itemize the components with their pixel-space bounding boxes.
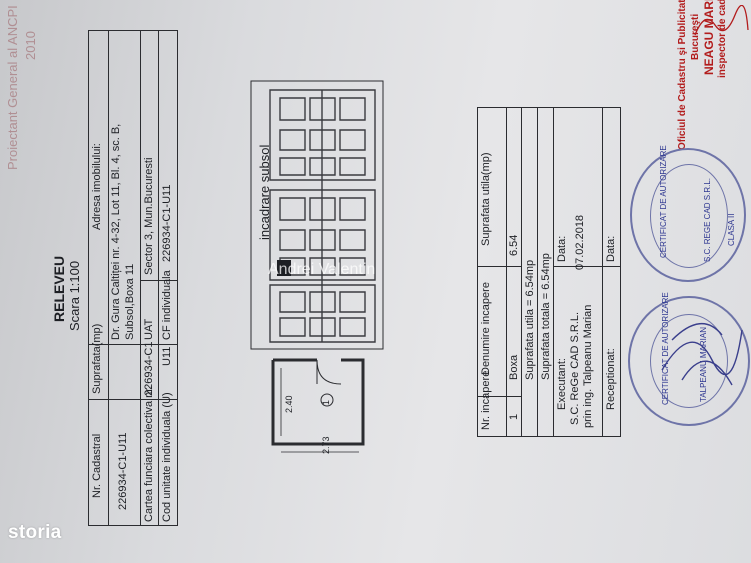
address-line-1: Dr. Gura Caltiței nr. 4-32, Lot 11, Bl. … <box>110 123 122 340</box>
cf-colectiva-label: Cartea funciara colectiva nr. <box>143 385 155 522</box>
storia-logo: storia <box>8 522 62 543</box>
executant-label: Executant: <box>556 358 568 410</box>
faint-header-text: Proiectant General al ANCPI <box>5 5 20 170</box>
room-number: 1 <box>321 399 331 405</box>
signature-ink <box>661 322 743 386</box>
rooms-header-suprafata: Suprafata utila(mp) <box>480 152 492 246</box>
address-line-2: Subsol,Boxa 11 <box>124 263 136 340</box>
certificate-stamp-2 <box>628 296 750 426</box>
header-adresa: Adresa imobilului: <box>91 143 103 230</box>
location-label: incadrare subsol <box>257 144 272 240</box>
watermark-text: Andrei Valentin <box>268 261 376 278</box>
room-row-area: 6.54 <box>508 234 520 256</box>
cod-unitate-label: Cod unitate individuala (U) <box>161 392 173 522</box>
room-row-name: Boxa <box>508 354 520 380</box>
faint-year-text: 2010 <box>23 31 38 60</box>
executant-date: 07.02.2018 <box>574 214 586 270</box>
highlighted-box-marker <box>277 260 291 276</box>
certificate-stamp-1-company: S.C. REGE CAD S.R.L. <box>703 177 712 262</box>
cf-individuala-label: CF individuala <box>161 270 173 340</box>
certificate-stamp-1-clasa: CLASA II <box>727 213 736 246</box>
certificate-stamp-1-center: CERTIFICAT DE AUTORIZARE <box>659 145 668 258</box>
header-nr-cadastral: Nr. Cadastral <box>91 433 103 498</box>
rooms-header-nr: Nr. incapere <box>480 370 492 430</box>
signature-scribble <box>694 5 749 36</box>
dimension-height: 2.40 <box>284 395 294 413</box>
executant-date-label: Data: <box>556 235 568 262</box>
uat-value: Sector 3, Mun.Bucuresti <box>143 157 155 275</box>
cf-individuala-value: 226934-C1-U11 <box>161 184 173 262</box>
surface-useful: Suprafata utila = 6.54mp <box>524 259 536 380</box>
receptionat-label: Receptionat: <box>605 348 617 410</box>
scale-label: Scara 1:100 <box>67 260 82 331</box>
cadastral-number: 226934-C1-U11 <box>117 432 129 510</box>
cod-unitate-value: U11 <box>161 346 173 366</box>
receptionat-date-label: Data: <box>605 235 617 262</box>
ocpi-stamp-line1: Oficiul de Cadastru şi Publicitate Imobi… <box>677 0 688 150</box>
executant-engineer: prin ing. Talpeanu Marian <box>582 304 594 428</box>
header-suprafata: Suprafata(mp) <box>91 323 103 394</box>
certificate-stamp-1 <box>630 148 746 282</box>
uat-label: UAT <box>143 318 155 340</box>
cf-colectiva-value: 226934-C1 <box>143 341 155 396</box>
page-title: RELEVEU <box>51 255 67 322</box>
rooms-header-denumire: Denumire incapere <box>480 282 492 375</box>
surface-total: Suprafata totala = 6.54mp <box>540 253 552 380</box>
dimension-width: 2.73 <box>321 436 331 454</box>
executant-company: S.C. ReGe CAD S.R.L. <box>569 311 581 425</box>
room-row-nr: 1 <box>508 413 520 420</box>
